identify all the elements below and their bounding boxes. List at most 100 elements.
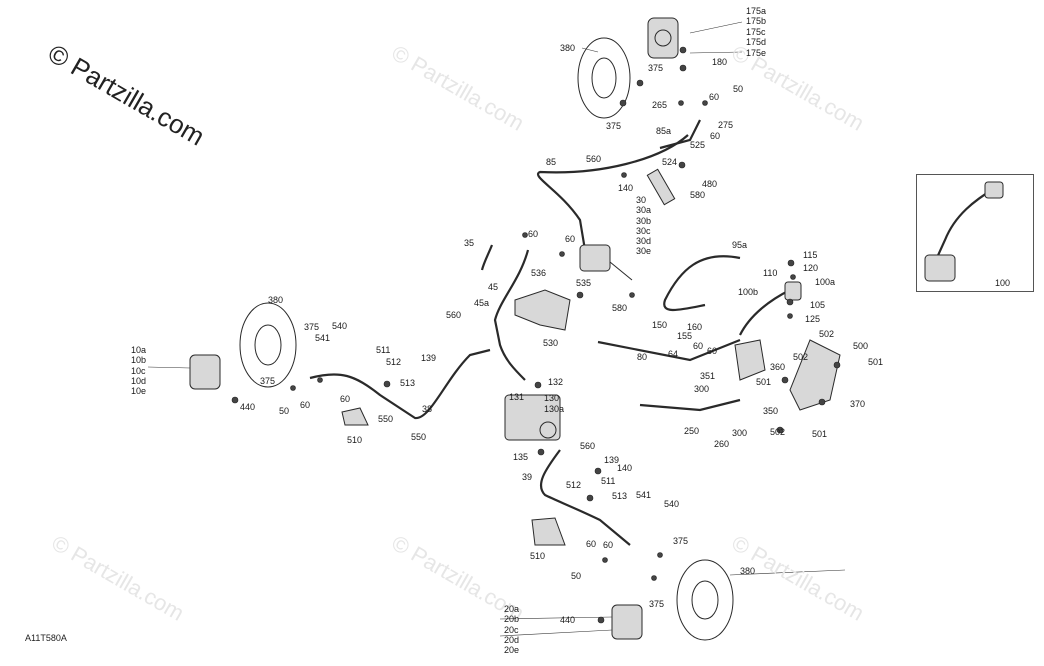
- hose-cover-580: [646, 168, 676, 206]
- part-number-label: 130: [544, 393, 560, 403]
- part-number-label: 85: [546, 157, 557, 167]
- part-number-label: 60: [707, 346, 718, 356]
- part-number-label: 30b: [636, 216, 652, 226]
- part-number-label: 60: [340, 394, 351, 404]
- part-number-label: 512: [386, 357, 402, 367]
- part-number-label: 501: [756, 377, 772, 387]
- part-number-label: 160: [687, 322, 703, 332]
- part-number-label: 10c: [131, 366, 146, 376]
- part-number-label: 64: [668, 349, 679, 359]
- inset-label: 100: [995, 278, 1011, 288]
- part-number-label: 510: [347, 435, 363, 445]
- part-number-label: 370: [850, 399, 866, 409]
- part-number-label: 60: [710, 131, 721, 141]
- part-number-label: 60: [586, 539, 597, 549]
- part-number-label: 35: [464, 238, 475, 248]
- master-cylinder-rear: [734, 339, 766, 381]
- part-number-label: 10a: [131, 345, 147, 355]
- part-number-label: 512: [566, 480, 582, 490]
- part-number-label: 175e: [746, 48, 767, 58]
- part-number-label: 135: [513, 452, 529, 462]
- part-number-label: 440: [560, 615, 576, 625]
- brake-line-85: [536, 134, 689, 251]
- part-number-label: 560: [446, 310, 462, 320]
- part-number-label: 10d: [131, 376, 147, 386]
- part-number-label: 360: [770, 362, 786, 372]
- part-number-label: 375: [648, 63, 664, 73]
- part-number-label: 375: [673, 536, 689, 546]
- part-number-label: 100b: [738, 287, 759, 297]
- part-number-label: 10e: [131, 386, 147, 396]
- part-number-label: 175d: [746, 37, 767, 47]
- part-number-label: 20a: [504, 604, 520, 614]
- part-number-label: 513: [400, 378, 416, 388]
- brake-disc-top: [577, 37, 631, 119]
- part-number-label: 60: [528, 229, 539, 239]
- part-number-label: 502: [793, 352, 809, 362]
- bracket-510-bottom: [531, 517, 566, 546]
- part-number-label: 38: [422, 404, 433, 414]
- part-number-label: 180: [712, 57, 728, 67]
- part-number-label: 175c: [746, 27, 766, 37]
- part-number-label: 511: [376, 345, 391, 355]
- part-number-label: 131: [509, 392, 525, 402]
- part-number-label: 20b: [504, 614, 520, 624]
- brake-line-45: [493, 249, 530, 381]
- part-number-label: 260: [714, 439, 730, 449]
- part-number-label: 380: [560, 43, 576, 53]
- part-number-label: 380: [740, 566, 756, 576]
- part-number-label: 140: [618, 183, 634, 193]
- part-number-label: 139: [421, 353, 437, 363]
- brake-pedal-250: [639, 398, 741, 412]
- part-number-label: 500: [853, 341, 869, 351]
- part-number-label: 95a: [732, 240, 748, 250]
- part-number-label: 550: [411, 432, 427, 442]
- brake-disc-left: [239, 302, 297, 388]
- part-number-label: 351: [700, 371, 716, 381]
- part-number-label: 536: [531, 268, 547, 278]
- part-number-label: 501: [868, 357, 884, 367]
- part-number-label: 30e: [636, 246, 652, 256]
- part-number-label: 580: [690, 190, 706, 200]
- fasteners: [231, 46, 841, 624]
- part-number-label: 140: [617, 463, 633, 473]
- part-number-label: 375: [260, 376, 276, 386]
- part-number-label: 45a: [474, 298, 490, 308]
- part-number-label: 480: [702, 179, 718, 189]
- part-number-label: 510: [530, 551, 546, 561]
- part-number-label: 175b: [746, 16, 767, 26]
- part-number-label: 60: [565, 234, 576, 244]
- part-number-label: 524: [662, 157, 678, 167]
- part-number-label: 513: [612, 491, 628, 501]
- part-number-label: 105: [810, 300, 826, 310]
- part-number-label: 85a: [656, 126, 672, 136]
- inset-drawing: [924, 181, 1004, 282]
- part-number-label: 375: [649, 599, 665, 609]
- part-number-label: 130a: [544, 404, 565, 414]
- part-number-label: 139: [604, 455, 620, 465]
- part-number-label: 560: [586, 154, 602, 164]
- part-number-label: 275: [718, 120, 734, 130]
- part-number-label: 300: [732, 428, 748, 438]
- abs-unit: [504, 394, 561, 441]
- part-number-label: 30: [636, 195, 647, 205]
- part-number-label: 150: [652, 320, 668, 330]
- part-number-label: 20c: [504, 625, 519, 635]
- part-number-label: 380: [268, 295, 284, 305]
- part-number-label: 30c: [636, 226, 651, 236]
- part-number-label: 511: [601, 476, 616, 486]
- caliper-bottom: [611, 604, 643, 640]
- part-number-label: 60: [300, 400, 311, 410]
- part-number-label: 50: [571, 571, 582, 581]
- part-number-label: 350: [763, 406, 779, 416]
- part-number-label: 10b: [131, 355, 147, 365]
- part-number-label: 39: [522, 472, 533, 482]
- part-number-label: 250: [684, 426, 700, 436]
- part-number-label: 580: [612, 303, 628, 313]
- part-number-label: 175a: [746, 6, 767, 16]
- part-number-label: 155: [677, 331, 693, 341]
- part-number-label: 502: [819, 329, 835, 339]
- brake-line-39: [539, 449, 631, 546]
- caliper-top: [647, 17, 679, 59]
